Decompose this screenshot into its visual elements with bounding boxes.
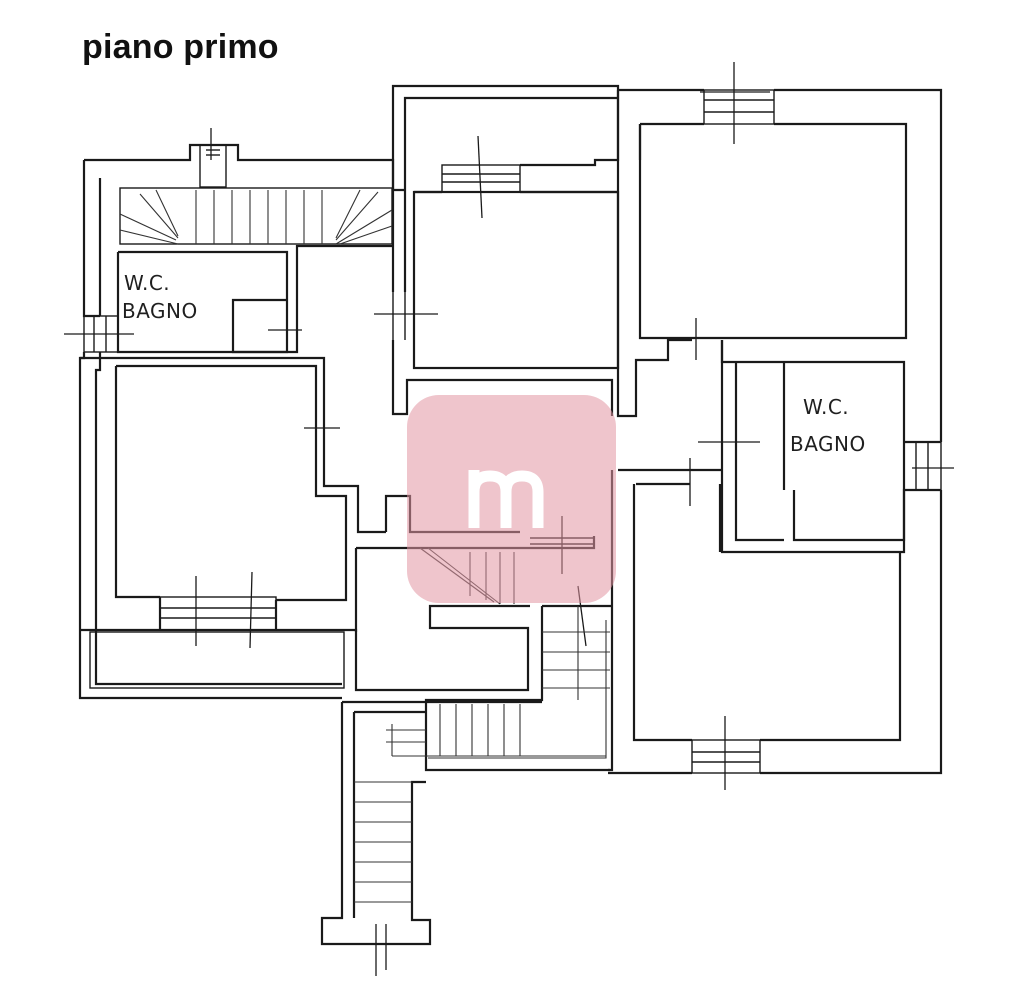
bathroom-left-label-line2: BAGNO [122,299,198,323]
bathroom-right-label-line1: W.C. [803,395,849,419]
plan-title: piano primo [82,28,279,66]
stairs-exterior [320,604,612,946]
stairs-top-left [119,189,393,245]
watermark-logo [407,395,616,603]
bathroom-right-label-line2: BAGNO [790,432,866,456]
bathroom-left-label-line1: W.C. [124,271,170,295]
